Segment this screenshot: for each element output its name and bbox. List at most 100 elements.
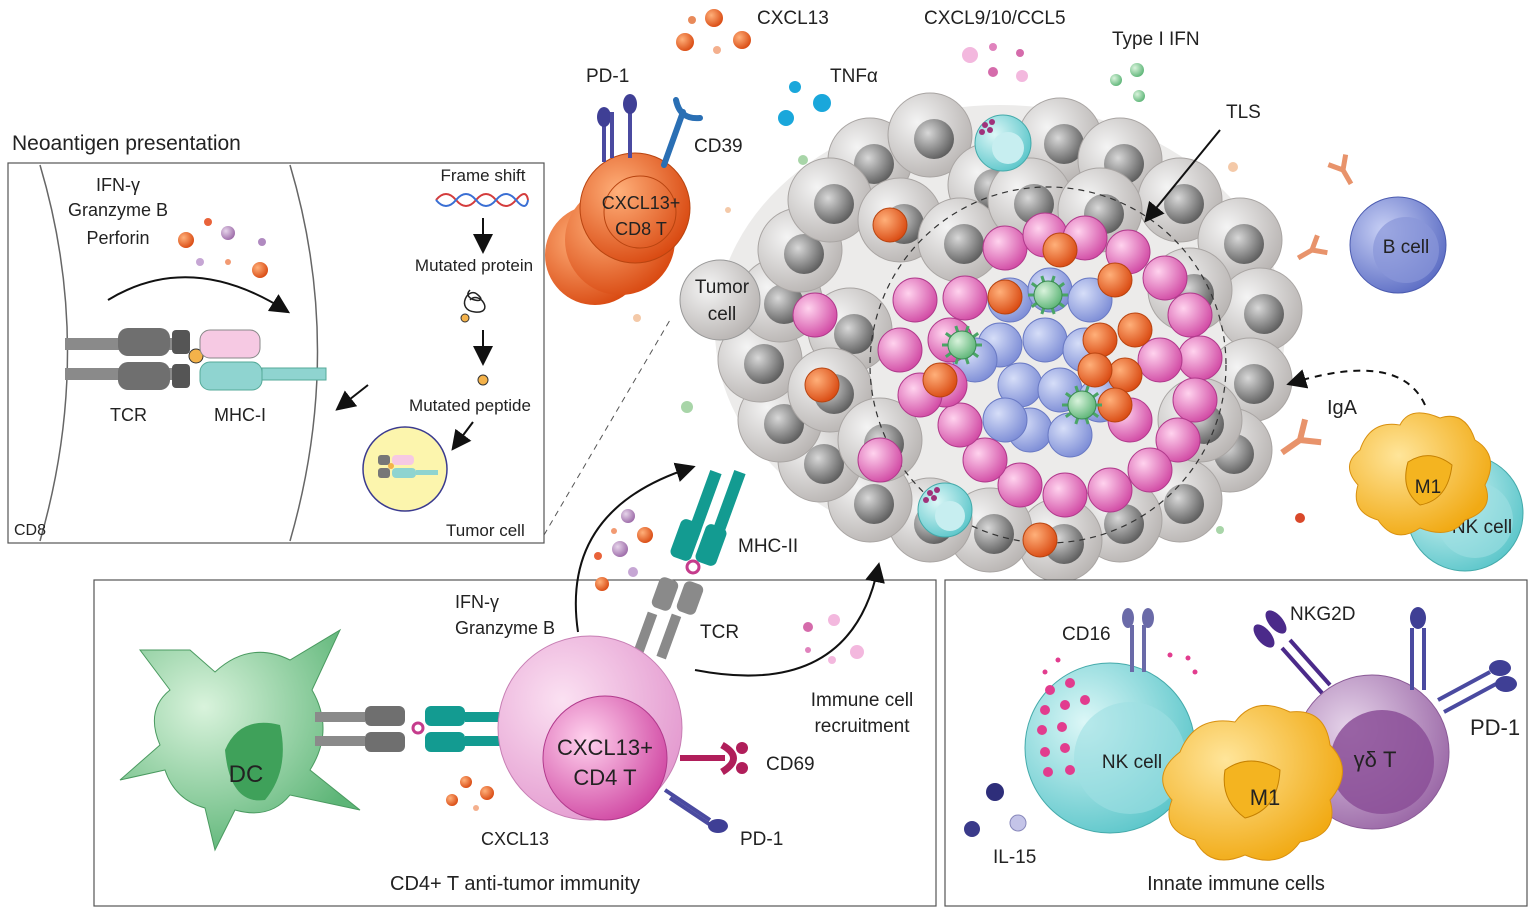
- tcr-mhc-complex: [65, 328, 327, 391]
- iga-arrow: [1286, 369, 1426, 406]
- recruitment-label-1: Immune cell: [811, 690, 913, 711]
- t-cell-in-tls: [792, 292, 838, 338]
- m1-macrophage-right: [1349, 412, 1492, 536]
- mhc1-label: MHC-I: [214, 405, 266, 425]
- dendritic-cell-in-tls: [1028, 275, 1068, 315]
- tls-cells: [792, 207, 1223, 558]
- t-cell-in-tls: [982, 225, 1028, 271]
- zoom-connector: [543, 319, 671, 536]
- cd8-cell-in-tls: [1022, 522, 1058, 558]
- b-cell-in-tls: [1022, 317, 1068, 363]
- tumor-cell: [787, 157, 873, 243]
- cd8-cell-in-tls: [922, 362, 958, 398]
- cd8-cell-in-tls: [1082, 322, 1118, 358]
- recruitment-granules: [803, 614, 864, 664]
- t-cell-in-tls: [997, 462, 1043, 508]
- tnf-granules: [778, 81, 831, 165]
- cd8-cell-in-tls: [1107, 357, 1143, 393]
- recruitment-label-2: recruitment: [814, 716, 910, 737]
- gd-t-label: γδ T: [1354, 747, 1397, 772]
- cd8-pd1-label: PD-1: [586, 66, 629, 87]
- b-cell-in-tls: [982, 397, 1028, 443]
- t-cell-in-tls: [1172, 377, 1218, 423]
- type-i-ifn-label: Type I IFN: [1112, 29, 1200, 50]
- dendritic-cell-in-tls: [1062, 385, 1102, 425]
- effector-perforin: Perforin: [86, 228, 149, 248]
- presentation-arrow: [335, 384, 369, 411]
- protein-icon: [463, 289, 486, 313]
- t-cell-in-tls: [1042, 472, 1088, 518]
- neoantigen-box: [7, 162, 545, 544]
- cd4-cxcl13-granules: [446, 776, 494, 811]
- cd8-cell-in-tls: [804, 367, 840, 403]
- tnf-label: TNFα: [830, 66, 878, 87]
- t-cell-in-tls: [1087, 467, 1133, 513]
- b-cell-label: B cell: [1383, 237, 1429, 258]
- effector-granules: [178, 218, 268, 278]
- cd69-receptor: [680, 741, 748, 775]
- nk-cell-innate-label: NK cell: [1102, 752, 1162, 773]
- innate-panel-title: Innate immune cells: [1147, 873, 1325, 895]
- cd39-label: CD39: [694, 136, 743, 157]
- neoantigen-title: Neoantigen presentation: [12, 132, 241, 155]
- cd39-receptor: [661, 97, 703, 168]
- effector-ifng: IFN-γ: [96, 175, 140, 195]
- cd16-label: CD16: [1062, 624, 1111, 645]
- cd8-cell-in-tls: [1042, 232, 1078, 268]
- highlighted-tumor-cell: [679, 259, 761, 341]
- cd8-cell-label-2: CD8 T: [615, 219, 667, 239]
- t-cell-in-tls: [1137, 337, 1183, 383]
- t-cell-in-tls: [937, 402, 983, 448]
- tls-label: TLS: [1226, 102, 1261, 123]
- tumor-cell-label-1: Tumor: [695, 277, 750, 298]
- tumor-membrane: [289, 164, 319, 542]
- cyan-granule-cell-top: [974, 114, 1032, 172]
- cyan-granule-cell-bottom: [917, 482, 973, 538]
- tls-arrow: [1144, 129, 1221, 223]
- b-cell: [1349, 196, 1447, 294]
- peptide-icon: [477, 374, 489, 386]
- il-15-label: IL-15: [993, 847, 1036, 868]
- t-cell-in-tls: [877, 327, 923, 373]
- cd8-cell-in-tls: [987, 279, 1023, 315]
- tumor-cell-label-2: cell: [708, 304, 737, 325]
- neoantigen-panel: Neoantigen presentation IFN-γ Granzyme B…: [7, 132, 545, 544]
- pathway-arrow-3: [451, 421, 474, 451]
- cxcl13-top-label: CXCL13: [757, 8, 829, 29]
- nkg2d-label: NKG2D: [1290, 604, 1355, 625]
- t-cell-in-tls: [1127, 447, 1173, 493]
- cd8-cell-in-tls: [1097, 262, 1133, 298]
- dendritic-cell-in-tls: [942, 325, 982, 365]
- mutated-protein-label: Mutated protein: [415, 256, 533, 275]
- cd4-tcr-label: TCR: [700, 622, 739, 643]
- cd69-label: CD69: [766, 754, 815, 775]
- tumor-cell: [1217, 267, 1303, 353]
- scattered-particles: [633, 162, 1305, 534]
- t-cell-in-tls: [892, 277, 938, 323]
- chemokine-label: CXCL9/10/CCL5: [924, 8, 1066, 29]
- protein-peptide-dot: [460, 313, 470, 323]
- cd16-receptor: [1122, 608, 1154, 672]
- cd8-label: CD8: [14, 522, 46, 539]
- cd4-cxcl13-label: CXCL13: [481, 829, 549, 849]
- mhc2-tcr-stalk: [632, 470, 746, 660]
- tumor-cell: [917, 197, 1003, 283]
- m1-macrophage-innate: [1162, 705, 1343, 861]
- cd4-panel-title: CD4+ T anti-tumor immunity: [390, 873, 640, 895]
- cxcl13-granules-top: [676, 9, 751, 54]
- secretion-arrow: [107, 276, 291, 314]
- cd8-t-cell: [545, 152, 691, 305]
- tcr-label: TCR: [110, 405, 147, 425]
- cd8-cell-in-tls: [1117, 312, 1153, 348]
- dna-icon: [435, 193, 529, 207]
- tumor-cell-label: Tumor cell: [446, 521, 525, 540]
- cd4-granzyme-label: Granzyme B: [455, 618, 555, 638]
- cd4-cell-label-2: CD4 T: [573, 765, 636, 790]
- gd-pd1-receptors: [1410, 607, 1517, 714]
- t-cell-in-tls: [962, 437, 1008, 483]
- t-cell-membrane: [39, 164, 69, 542]
- gd-pd1-label: PD-1: [1470, 715, 1520, 740]
- cd4-pd1-label: PD-1: [740, 829, 783, 850]
- nk-secreted-dots: [1042, 652, 1198, 675]
- pd-1-receptors: [597, 94, 637, 162]
